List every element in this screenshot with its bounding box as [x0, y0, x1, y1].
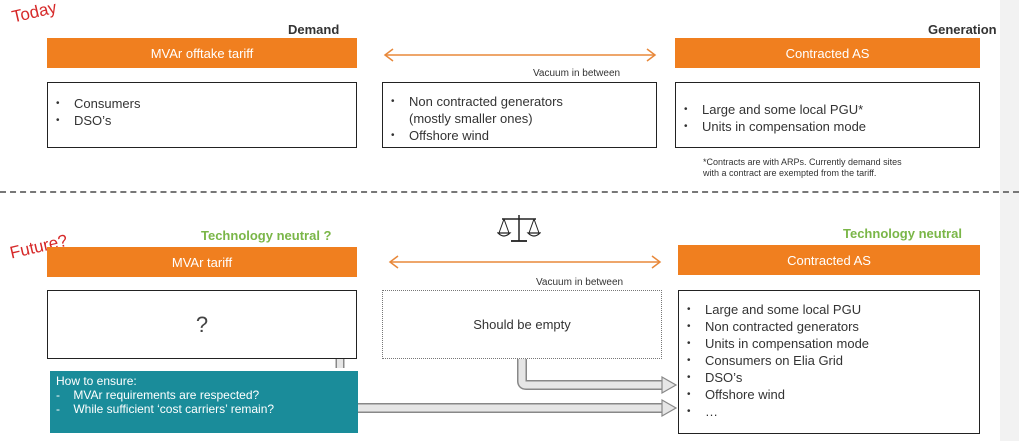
list-item: DSO’s: [48, 112, 356, 129]
list-item: …: [679, 403, 979, 420]
list-item: Large and some local PGU: [679, 301, 979, 318]
balance-scale-icon: [497, 215, 541, 242]
how-item: - MVAr requirements are respected?: [56, 388, 260, 402]
vacuum-label: Vacuum in between: [536, 277, 624, 288]
demand-box: Consumers DSO’s: [47, 82, 357, 148]
tech-neutral-header: Technology neutral: [843, 226, 962, 241]
list-item: Large and some local PGU*: [676, 101, 979, 118]
vacuum-label: Vacuum in between: [533, 68, 621, 79]
section-divider: [0, 191, 1019, 193]
list-item: Offshore wind: [383, 127, 656, 144]
list-item: Units in compensation mode: [679, 335, 979, 352]
vacuum-box: Non contracted generators (mostly smalle…: [382, 82, 657, 148]
question-box: ?: [47, 290, 357, 359]
tech-neutral-question-header: Technology neutral ?: [201, 228, 332, 243]
future-contracted-as-bar: Contracted AS: [678, 245, 980, 275]
list-item: Units in compensation mode: [676, 118, 979, 135]
double-arrow: [383, 48, 657, 62]
contracted-as-bar: Contracted AS: [675, 38, 980, 68]
list-item: Non contracted generators: [383, 93, 656, 110]
list-item: Consumers: [48, 95, 356, 112]
list-item: Non contracted generators: [679, 318, 979, 335]
how-item: - While sufficient ‘cost carriers’ remai…: [56, 402, 275, 416]
demand-header: Demand: [288, 22, 340, 37]
how-title: How to ensure:: [56, 374, 137, 388]
list-item: Consumers on Elia Grid: [679, 352, 979, 369]
should-be-empty-box: Should be empty: [382, 290, 662, 359]
footnote: *Contracts are with ARPs. Currently dema…: [703, 157, 902, 178]
list-item: Offshore wind: [679, 386, 979, 403]
future-generation-box: Large and some local PGU Non contracted …: [678, 290, 980, 434]
how-to-ensure-box: How to ensure: - MVAr requirements are r…: [50, 371, 358, 433]
mvar-offtake-tariff-bar: MVAr offtake tariff: [47, 38, 357, 68]
generation-header: Generation: [928, 22, 997, 37]
generation-box: Large and some local PGU* Units in compe…: [675, 82, 980, 148]
mvar-tariff-bar: MVAr tariff: [47, 247, 357, 277]
list-item: DSO’s: [679, 369, 979, 386]
double-arrow: [388, 255, 662, 269]
side-panel: [1000, 0, 1019, 441]
list-item-continuation: (mostly smaller ones): [409, 111, 533, 126]
